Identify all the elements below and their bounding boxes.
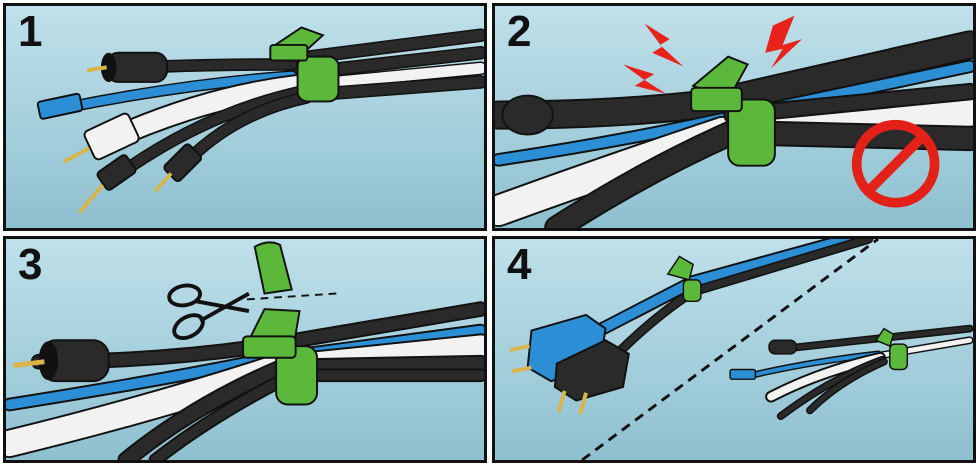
step-3-panel: 3 (3, 236, 487, 463)
step-2-panel: 2 (492, 3, 976, 231)
lightning-icon (623, 15, 803, 94)
bundled-plugs-illustration (509, 239, 973, 460)
cable-tie (690, 55, 776, 167)
overtight-tie-illustration (495, 15, 973, 228)
cable-tie-small (875, 327, 909, 371)
plug-icon (509, 313, 630, 415)
step-1-panel: 1 (3, 3, 487, 231)
step-number-2: 2 (507, 7, 532, 56)
scissors-icon (167, 283, 250, 341)
step-number-1: 1 (18, 7, 43, 56)
cable-tie (269, 26, 340, 103)
step-4-panel: 4 (492, 236, 976, 463)
step-number-3: 3 (18, 240, 43, 289)
trim-tie-illustration (6, 241, 484, 460)
cable-tie (242, 308, 319, 406)
bundled-cables-illustration (36, 26, 484, 214)
cable-tie (666, 255, 702, 303)
step-number-4: 4 (507, 240, 532, 289)
prohibited-icon (851, 119, 940, 208)
